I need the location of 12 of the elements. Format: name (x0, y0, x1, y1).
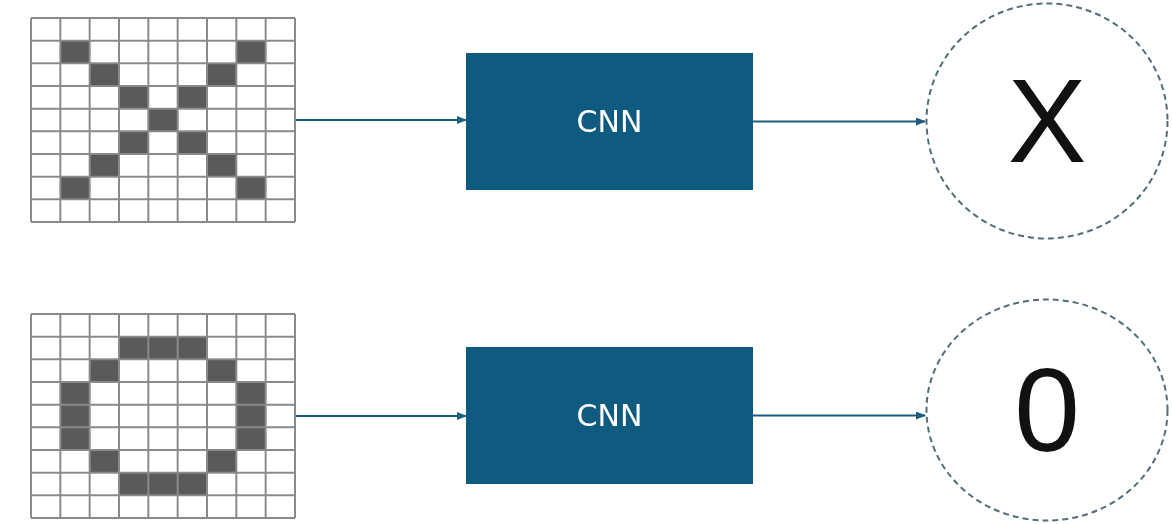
arrow (752, 411, 926, 420)
process-box (466, 53, 753, 190)
arrow (295, 412, 467, 420)
arrow (295, 116, 467, 124)
process-box (466, 347, 753, 484)
arrow (752, 117, 926, 126)
process-label: CNN (576, 398, 643, 433)
output-label: 0 (1014, 343, 1080, 478)
output-label: X (1007, 54, 1087, 189)
output-circle (925, 298, 1169, 522)
output-circle (925, 2, 1169, 240)
process-label: CNN (576, 104, 643, 139)
